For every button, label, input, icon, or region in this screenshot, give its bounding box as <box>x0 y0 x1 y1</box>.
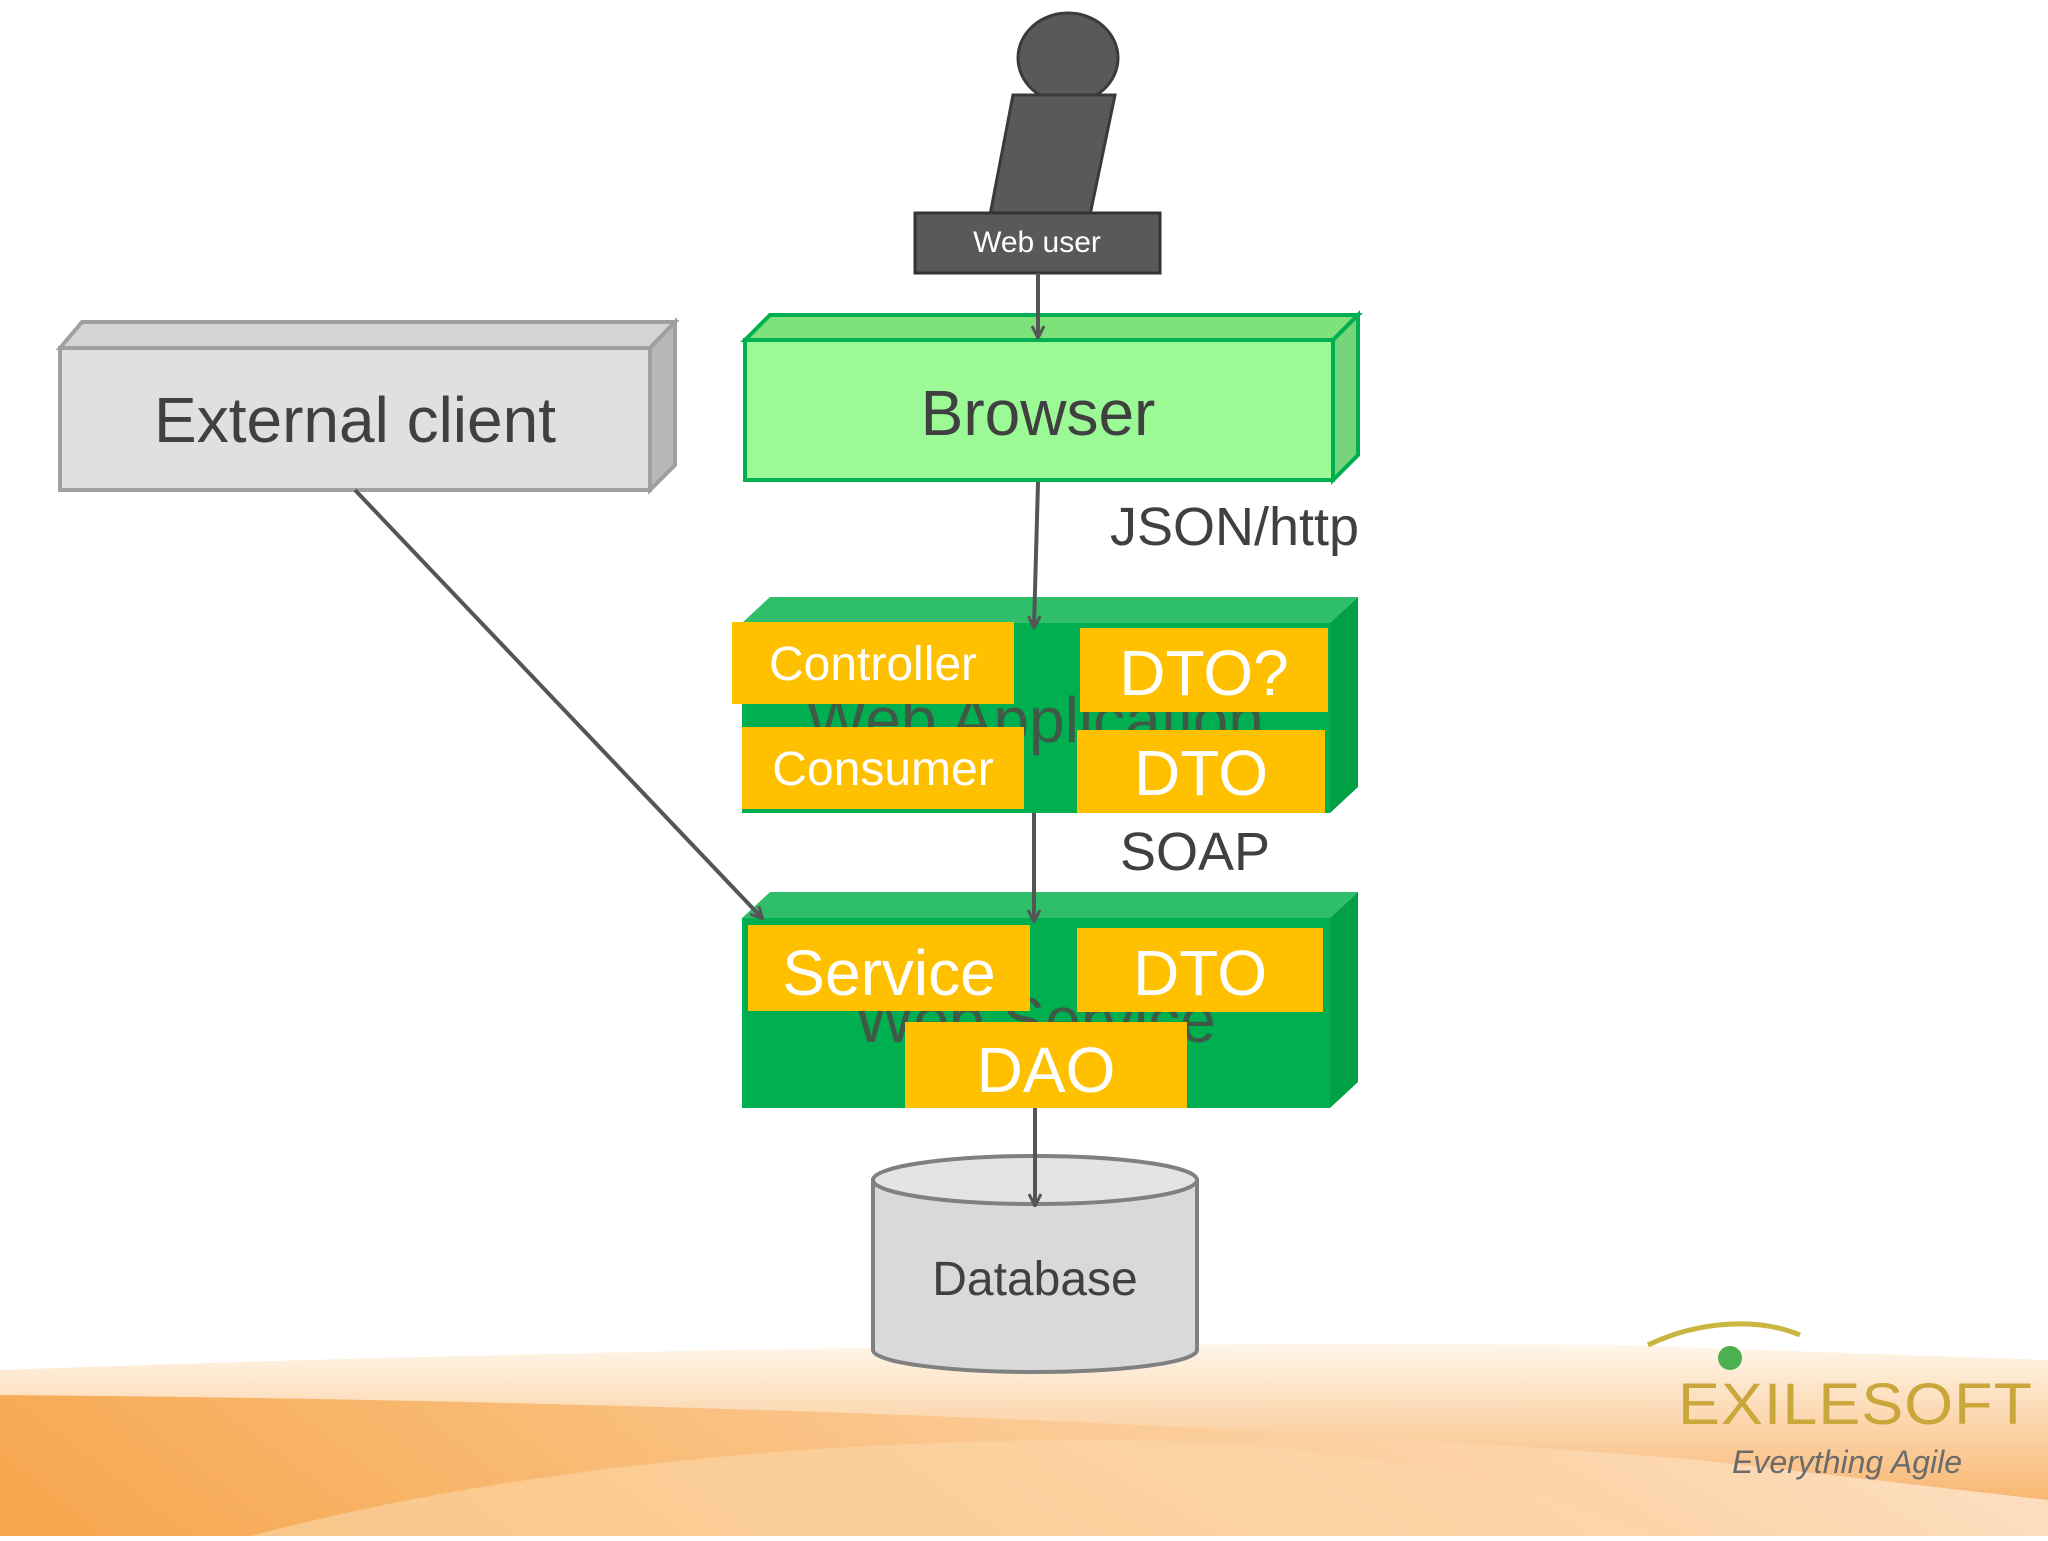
json-http-label: JSON/http <box>1110 497 1359 557</box>
logo-name: EXILESOFT <box>1678 1372 2033 1437</box>
dao-box <box>905 1022 1187 1108</box>
external-client-label: External client <box>154 384 556 456</box>
dto-question-label: DTO? <box>1119 637 1289 709</box>
dto-service-label: DTO <box>1133 937 1267 1009</box>
consumer-label: Consumer <box>772 743 993 796</box>
logo-dot-icon <box>1718 1346 1742 1370</box>
dto-service-box <box>1077 928 1323 1012</box>
web-service-box: Web Service Service DTO DAO <box>742 892 1358 1108</box>
web-user-label: Web user <box>973 226 1101 259</box>
web-user-actor: Web user <box>913 11 1162 275</box>
service-label: Service <box>782 937 995 1009</box>
soap-label: SOAP <box>1120 822 1270 882</box>
logo-tagline: Everything Agile <box>1732 1444 1962 1480</box>
user-head-icon <box>1016 11 1120 105</box>
dto-app-box <box>1077 730 1325 813</box>
connectors <box>353 273 1038 1205</box>
dto-question-box <box>1080 628 1328 712</box>
exilesoft-logo: EXILESOFT Everything Agile <box>1646 1321 2033 1480</box>
arrow-external-to-service <box>353 488 762 918</box>
user-body-icon <box>988 93 1117 217</box>
web-application-box: Web Application Controller DTO? Consumer… <box>732 597 1358 813</box>
arrow-browser-to-app <box>1034 481 1038 627</box>
web-user-box <box>913 211 1162 275</box>
external-client-box: External client <box>55 317 680 495</box>
dto-app-label: DTO <box>1134 737 1268 809</box>
dao-label: DAO <box>977 1034 1116 1106</box>
service-box <box>748 925 1030 1011</box>
controller-box <box>732 622 1014 704</box>
database-label: Database <box>932 1253 1137 1306</box>
database-cylinder: Database <box>871 1154 1199 1374</box>
browser-box: Browser <box>740 310 1363 485</box>
footer-band <box>0 1343 2048 1536</box>
controller-label: Controller <box>769 638 977 691</box>
consumer-box <box>742 727 1024 809</box>
browser-label: Browser <box>921 377 1156 449</box>
